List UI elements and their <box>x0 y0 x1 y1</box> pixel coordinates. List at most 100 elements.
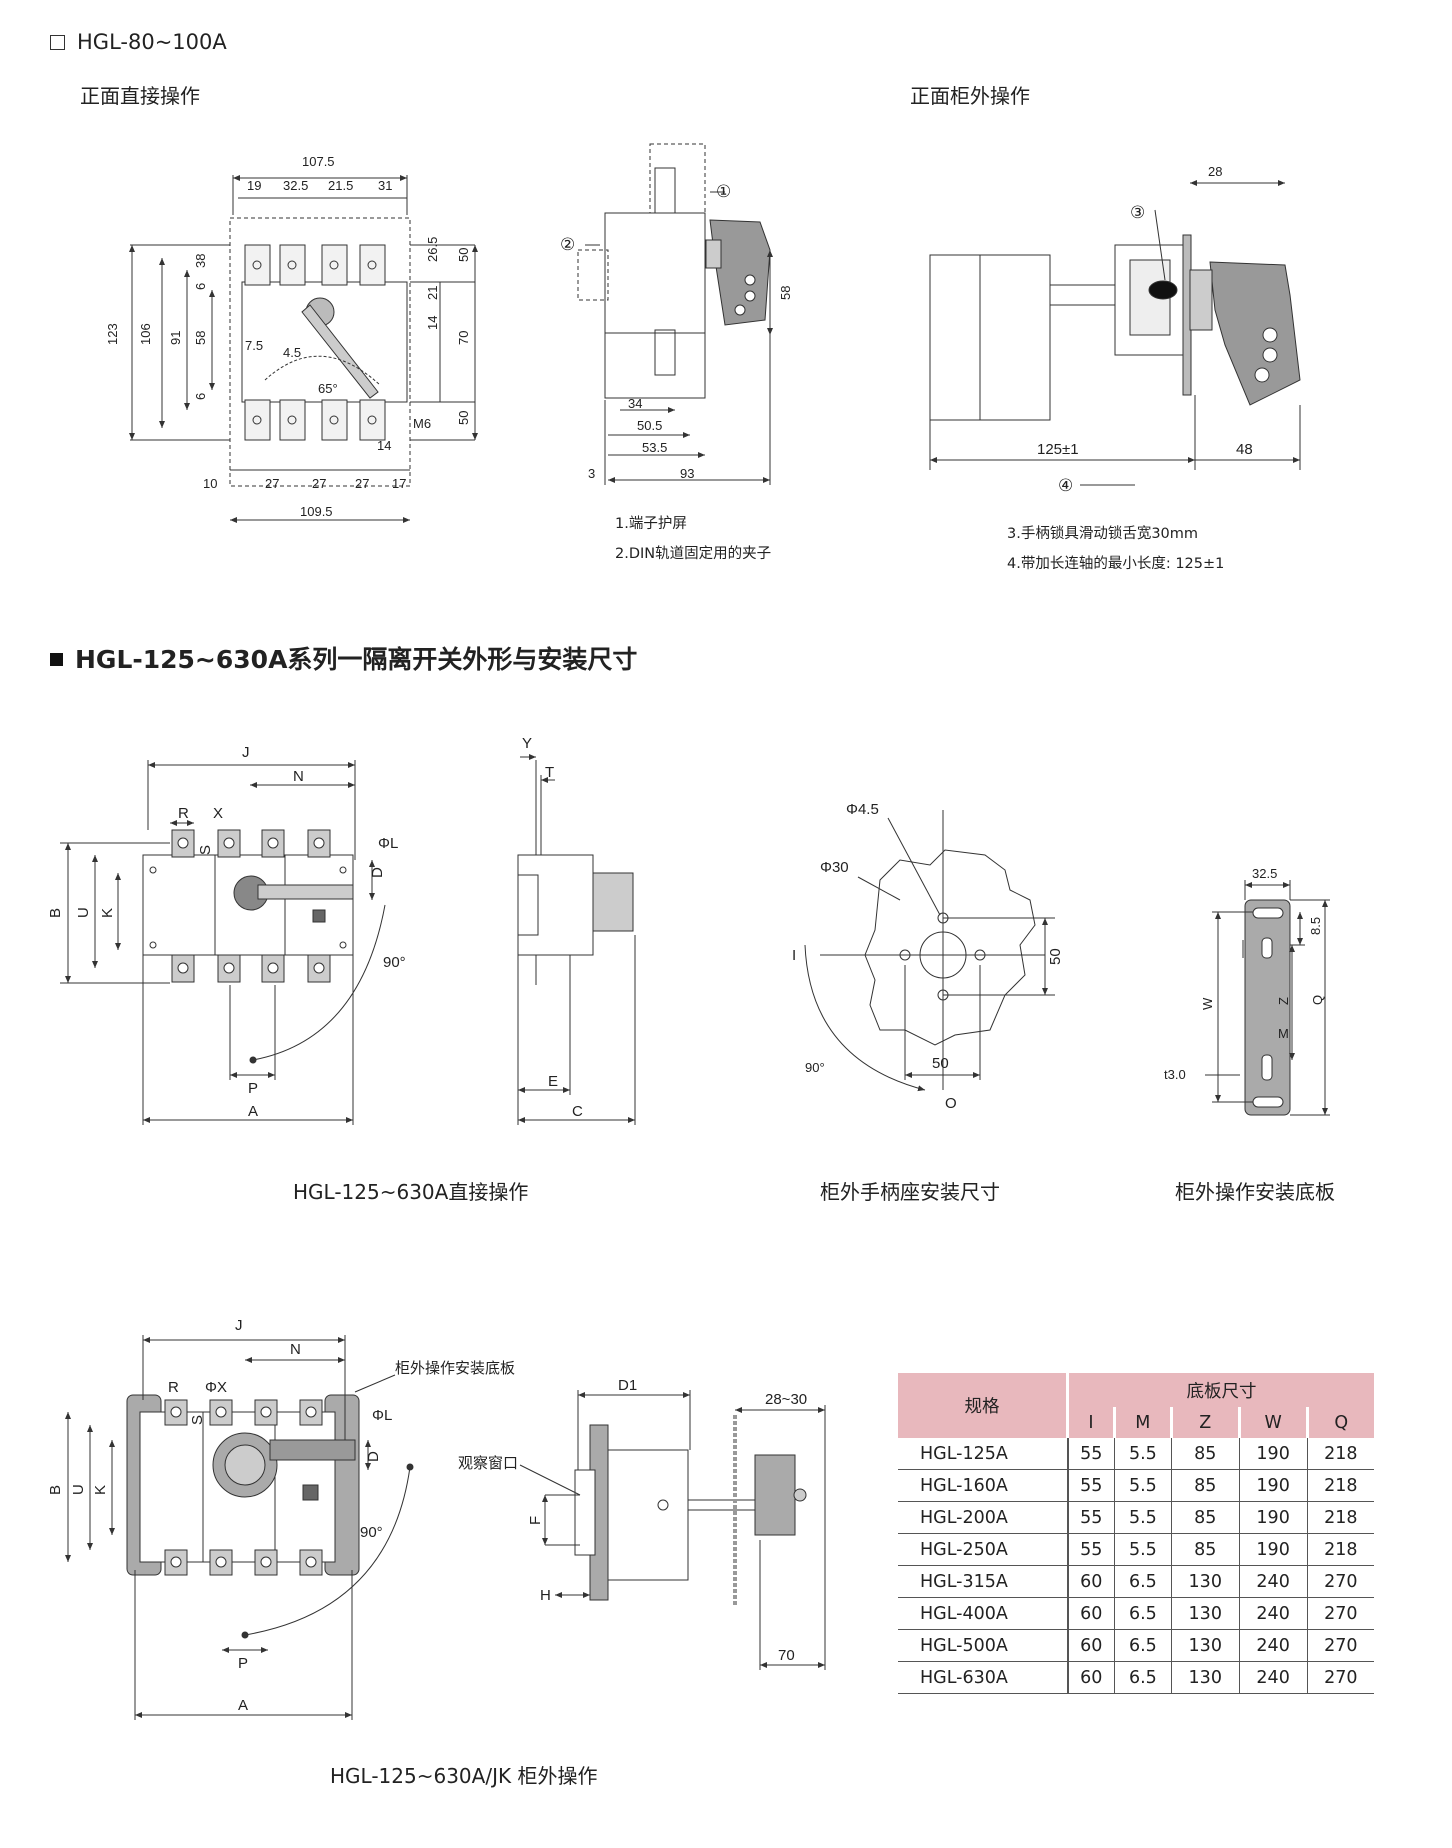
drawing-80a-front <box>129 175 478 523</box>
drawing-handle-base-labels: Φ4.5 Φ30 I 50 90° 50 O <box>792 801 1064 1112</box>
cell-Z: 130 <box>1170 1661 1240 1694</box>
cell-W: 190 <box>1238 1533 1308 1566</box>
cell-model: HGL-315A <box>898 1565 1068 1598</box>
side-dim-34: 34 <box>628 396 642 411</box>
d3-L: ΦL <box>372 1407 392 1424</box>
d3-X: ΦX <box>205 1379 227 1396</box>
d3-window: 观察窗口 <box>458 1454 518 1472</box>
drawing-jk-side-labels: D1 28~30 观察窗口 F H 70 <box>458 1377 807 1664</box>
d2-pZ: Z <box>1276 997 1291 1005</box>
dim-58: 58 <box>193 331 208 345</box>
dim-27a: 27 <box>265 476 279 491</box>
d2-B: B <box>47 908 64 918</box>
d2-R: R <box>178 805 189 822</box>
d2-p325: 32.5 <box>1252 866 1277 881</box>
side-dim-93: 93 <box>680 466 694 481</box>
dim-91: 91 <box>168 331 183 345</box>
th-col-Z: Z <box>1169 1407 1240 1438</box>
cell-Q: 270 <box>1306 1661 1374 1694</box>
cell-model: HGL-250A <box>898 1533 1068 1566</box>
drawing-80a-outside-labels: 28 ③ 125±1 48 ④ <box>1037 164 1253 495</box>
caption-handle: 柜外手柄座安装尺寸 <box>820 1180 1000 1204</box>
drawing-125a-side-labels: Y T E C <box>522 735 583 1120</box>
cell-W: 240 <box>1238 1565 1308 1598</box>
side-dim-58: 58 <box>778 286 793 300</box>
section2-title: HGL-125~630A系列一隔离开关外形与安装尺寸 <box>50 640 637 676</box>
drawing-125a-direct-labels: J N R X S ΦL D B U K 90° P A <box>47 744 406 1120</box>
d3-2830: 28~30 <box>765 1391 807 1408</box>
side-dim-505: 50.5 <box>637 418 662 433</box>
dim-31: 31 <box>378 178 392 193</box>
th-spec: 规格 <box>898 1373 1068 1438</box>
drawing-mount-plate <box>1205 880 1330 1116</box>
dim-27b: 27 <box>312 476 326 491</box>
cell-Q: 218 <box>1306 1501 1374 1534</box>
d2-O: O <box>945 1095 957 1112</box>
cell-W: 240 <box>1238 1597 1308 1630</box>
cell-Z: 85 <box>1170 1501 1240 1534</box>
cell-I: 60 <box>1066 1661 1115 1694</box>
dim-14: 14 <box>425 316 440 330</box>
drawing-mount-plate-labels: 32.5 8.5 W Z Q M t3.0 <box>1164 866 1325 1082</box>
d2-K: K <box>99 908 116 918</box>
cell-M: 6.5 <box>1113 1597 1172 1630</box>
drawing-handle-base <box>804 810 1055 1092</box>
d3-R: R <box>168 1379 179 1396</box>
dim-14b: 14 <box>377 438 391 453</box>
dim-10: 10 <box>203 476 217 491</box>
dim-50b: 50 <box>456 411 471 425</box>
d2-N: N <box>293 768 304 785</box>
dim-m6: M6 <box>413 416 431 431</box>
callout-1: ① <box>716 182 731 201</box>
cell-Q: 270 <box>1306 1565 1374 1598</box>
cell-I: 55 <box>1066 1501 1115 1534</box>
cell-model: HGL-500A <box>898 1629 1068 1662</box>
d2-L: ΦL <box>378 835 398 852</box>
dim-angle-65: 65° <box>318 381 338 396</box>
d3-K: K <box>92 1485 109 1495</box>
cell-I: 55 <box>1066 1469 1115 1502</box>
d3-plate-label: 柜外操作安装底板 <box>395 1359 515 1377</box>
d2-phi30: Φ30 <box>820 859 849 876</box>
dim-45: 4.5 <box>283 345 301 360</box>
cell-W: 190 <box>1238 1501 1308 1534</box>
dim-215: 21.5 <box>328 178 353 193</box>
cell-I: 60 <box>1066 1629 1115 1662</box>
section1-title: HGL-80~100A <box>50 30 227 54</box>
cell-M: 6.5 <box>1113 1661 1172 1694</box>
d2-pW: W <box>1200 997 1215 1010</box>
d3-J: J <box>235 1317 243 1334</box>
dim-123: 123 <box>105 323 120 345</box>
checkbox-square-icon <box>50 35 65 50</box>
callout-4: ④ <box>1058 476 1073 495</box>
cell-Z: 130 <box>1170 1629 1240 1662</box>
d3-B: B <box>47 1485 64 1495</box>
cell-I: 60 <box>1066 1565 1115 1598</box>
note-1: 1.端子护屏 <box>615 516 687 532</box>
d2-C: C <box>572 1103 583 1120</box>
dim-17: 17 <box>392 476 406 491</box>
drawing-125a-side <box>517 754 636 1125</box>
d3-H: H <box>540 1587 551 1604</box>
d2-90b: 90° <box>805 1060 825 1075</box>
subtitle-front-direct: 正面直接操作 <box>80 84 200 108</box>
dim-1095: 109.5 <box>300 504 333 519</box>
d2-E: E <box>548 1073 558 1090</box>
cell-Q: 218 <box>1306 1469 1374 1502</box>
cell-Q: 218 <box>1306 1438 1374 1470</box>
cell-I: 55 <box>1066 1533 1115 1566</box>
th-col-M: M <box>1112 1407 1172 1438</box>
d2-I: I <box>792 947 796 964</box>
note-4: 4.带加长连轴的最小长度: 125±1 <box>1007 556 1225 572</box>
d3-P: P <box>238 1655 248 1672</box>
cell-Z: 85 <box>1170 1469 1240 1502</box>
d2-U: U <box>75 907 92 918</box>
d2-pM: M <box>1278 1026 1289 1041</box>
cell-Z: 85 <box>1170 1533 1240 1566</box>
drawing-125a-direct <box>60 760 386 1125</box>
cell-W: 190 <box>1238 1469 1308 1502</box>
